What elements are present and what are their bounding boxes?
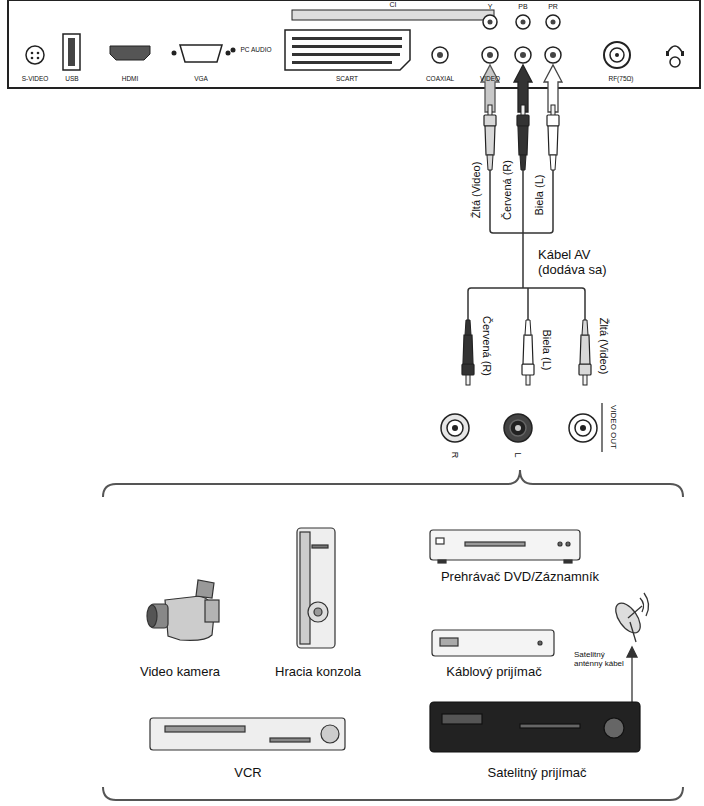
port-label: USB [65, 75, 78, 82]
game-console [297, 528, 335, 648]
vcr [150, 718, 345, 750]
jack-group-label: VIDEO OUT [608, 405, 617, 449]
port-label: RF(75Ω) [608, 75, 633, 82]
device-label: Satelitný prijímač [488, 766, 587, 781]
satellite-dish [611, 593, 649, 642]
tv-panel [8, 0, 700, 88]
cable-receiver [432, 630, 554, 656]
port-label: S-VIDEO [22, 75, 49, 82]
jack-label: R [450, 452, 460, 459]
video-out-jacks [441, 403, 602, 452]
wire-color-label: Červená (R) [481, 316, 494, 376]
port-label: VIDEO [480, 75, 500, 82]
antenna-cable-arrow [627, 647, 637, 702]
wire-color-label: Žltá (Video) [598, 318, 611, 375]
port-label: VGA [194, 75, 208, 82]
device-label: Káblový prijímač [446, 665, 541, 680]
wire-color-label: Biela (L) [541, 330, 554, 371]
satellite-receiver [430, 702, 640, 752]
port-label: CI [390, 1, 397, 9]
jack-label: L [513, 452, 523, 457]
av-cable [468, 170, 585, 320]
port-label: SCART [336, 75, 358, 82]
device-label: VCR [234, 766, 261, 781]
cable-label: Kábel AV (dodáva sa) [538, 248, 633, 278]
device-label: Prehrávač DVD/Záznamník [441, 570, 599, 585]
device-label: Satelitný anténny kábel [574, 650, 624, 668]
port-label: COAXIAL [426, 75, 454, 82]
dvd-player [430, 530, 580, 563]
device-label: Video kamera [140, 665, 220, 680]
port-label: PB [518, 3, 527, 11]
device-label: Hracia konzola [275, 665, 361, 680]
port-label: PR [548, 3, 558, 11]
device-bracket [103, 470, 683, 800]
port-label: PC AUDIO [240, 46, 271, 53]
wire-color-label: Biela (L) [533, 175, 546, 216]
wire-color-label: Červená (R) [501, 160, 514, 220]
rca-plug [462, 105, 591, 385]
port-label: HDMI [122, 75, 139, 82]
wire-color-label: Žltá (Video) [470, 162, 483, 219]
video-camera [147, 580, 219, 640]
port-label: Y [488, 3, 493, 11]
